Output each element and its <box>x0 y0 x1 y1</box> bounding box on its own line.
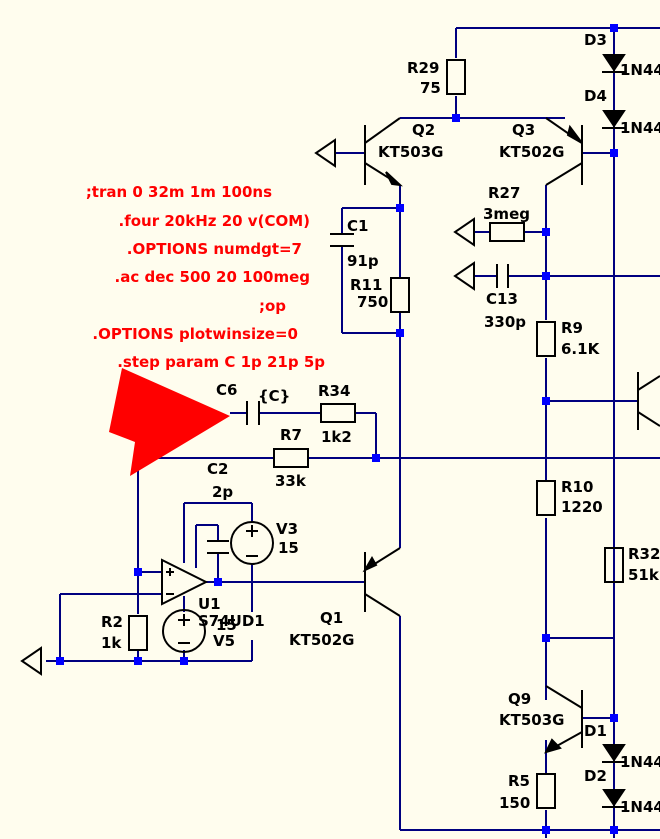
d1-name: D1 <box>584 722 607 740</box>
ground-c13 <box>453 261 475 291</box>
r5-name: R5 <box>508 772 530 790</box>
q3-value: KT502G <box>499 143 564 161</box>
r9-value: 6.1K <box>561 340 601 358</box>
resistor-r2-symbol[interactable] <box>128 615 148 651</box>
r34-name: R34 <box>318 382 350 400</box>
r2-value: 1k <box>101 634 122 652</box>
capacitor-c13-symbol[interactable] <box>496 264 509 288</box>
q1-name: Q1 <box>320 609 343 627</box>
transistor-q9-symbol[interactable] <box>544 685 583 754</box>
d4-value: 1N44 <box>620 119 660 137</box>
r10-value: 1220 <box>561 498 603 516</box>
q3-name: Q3 <box>512 121 535 139</box>
v5-name: V5 <box>213 632 235 650</box>
opamp-u1-symbol[interactable] <box>161 558 209 606</box>
resistor-r32-symbol[interactable] <box>604 547 624 583</box>
capacitor-c1-symbol[interactable] <box>330 233 354 247</box>
v3-value: 15 <box>278 539 299 557</box>
capacitor-c2-symbol[interactable] <box>207 540 229 554</box>
v3-name: V3 <box>276 520 298 538</box>
r27-name: R27 <box>488 184 520 202</box>
resistor-r27-symbol[interactable] <box>489 222 525 242</box>
directive-options-numdgt: .OPTIONS numdgt=7 <box>127 240 302 258</box>
resistor-r5-symbol[interactable] <box>536 773 556 809</box>
q9-name: Q9 <box>508 690 531 708</box>
r29-value: 75 <box>420 79 441 97</box>
resistor-r11-symbol[interactable] <box>390 277 410 313</box>
transistor-q1-symbol[interactable] <box>362 547 401 617</box>
q9-value: KT503G <box>499 711 564 729</box>
r29-name: R29 <box>407 59 439 77</box>
r32-name: R32 <box>628 545 660 563</box>
r34-value: 1k2 <box>321 428 352 446</box>
r32-value: 51k <box>628 566 660 584</box>
voltage-source-v3-symbol[interactable] <box>230 521 274 565</box>
c6-name: C6 <box>216 381 237 399</box>
pointer-cursor-icon <box>109 368 230 476</box>
r2-name: R2 <box>101 613 123 631</box>
transistor-partial-symbol[interactable] <box>637 372 660 430</box>
d3-name: D3 <box>584 31 607 49</box>
c13-value: 330p <box>484 313 526 331</box>
r9-name: R9 <box>561 319 583 337</box>
c1-name: C1 <box>347 217 368 235</box>
r5-value: 150 <box>499 794 530 812</box>
resistor-r10-symbol[interactable] <box>536 480 556 516</box>
directive-tran: ;tran 0 32m 1m 100ns <box>86 183 272 201</box>
ground-r2 <box>20 646 42 676</box>
u1-name: U1 <box>198 595 221 613</box>
directive-step: .step param C 1p 21p 5p <box>117 353 325 371</box>
directive-four: .four 20kHz 20 v(COM) <box>119 212 310 230</box>
c6-value: {C} <box>258 387 290 405</box>
diode-d4-symbol[interactable] <box>602 110 626 129</box>
d4-name: D4 <box>584 87 607 105</box>
r7-name: R7 <box>280 426 302 444</box>
directive-op: ;op <box>259 297 286 315</box>
component-labels: R29 75 D3 1N44 D4 1N44 Q2 KT503G Q3 KT50… <box>101 31 660 816</box>
c1-value: 91p <box>347 252 379 270</box>
d2-value: 1N44 <box>620 798 660 816</box>
directive-options-plotwinsize: .OPTIONS plotwinsize=0 <box>92 325 298 343</box>
resistor-r29-symbol[interactable] <box>446 59 466 95</box>
diode-d1-symbol[interactable] <box>602 744 626 763</box>
junctions <box>56 24 618 834</box>
resistor-r34-symbol[interactable] <box>320 403 356 423</box>
diode-d3-symbol[interactable] <box>602 54 626 73</box>
q1-value: KT502G <box>289 631 354 649</box>
ground-r27 <box>453 217 475 247</box>
resistor-r9-symbol[interactable] <box>536 321 556 357</box>
diode-d2-symbol[interactable] <box>602 789 626 808</box>
voltage-source-v5-symbol[interactable] <box>162 609 206 653</box>
wires <box>46 27 660 838</box>
c2-value: 2p <box>212 483 233 501</box>
resistor-r7-symbol[interactable] <box>273 448 309 468</box>
spice-directives[interactable]: ;tran 0 32m 1m 100ns .four 20kHz 20 v(CO… <box>86 183 325 371</box>
r10-name: R10 <box>561 478 593 496</box>
capacitor-c6-symbol[interactable] <box>246 401 260 425</box>
c13-name: C13 <box>486 290 518 308</box>
r11-value: 750 <box>357 293 388 311</box>
d1-value: 1N44 <box>620 753 660 771</box>
v5-value: 15 <box>216 616 237 634</box>
r11-name: R11 <box>350 276 382 294</box>
r7-value: 33k <box>275 472 307 490</box>
ground-symbols <box>20 138 475 676</box>
d3-value: 1N44 <box>620 61 660 79</box>
u1-value: S74UD1 <box>198 612 265 630</box>
ground-q2-base <box>314 138 336 168</box>
q2-name: Q2 <box>412 121 435 139</box>
directive-ac: .ac dec 500 20 100meg <box>115 268 310 286</box>
c2-name: C2 <box>207 460 228 478</box>
transistor-q3-symbol[interactable] <box>545 117 583 186</box>
transistor-q2-symbol[interactable] <box>364 117 403 187</box>
r27-value: 3meg <box>483 205 530 223</box>
q2-value: KT503G <box>378 143 443 161</box>
d2-name: D2 <box>584 767 607 785</box>
